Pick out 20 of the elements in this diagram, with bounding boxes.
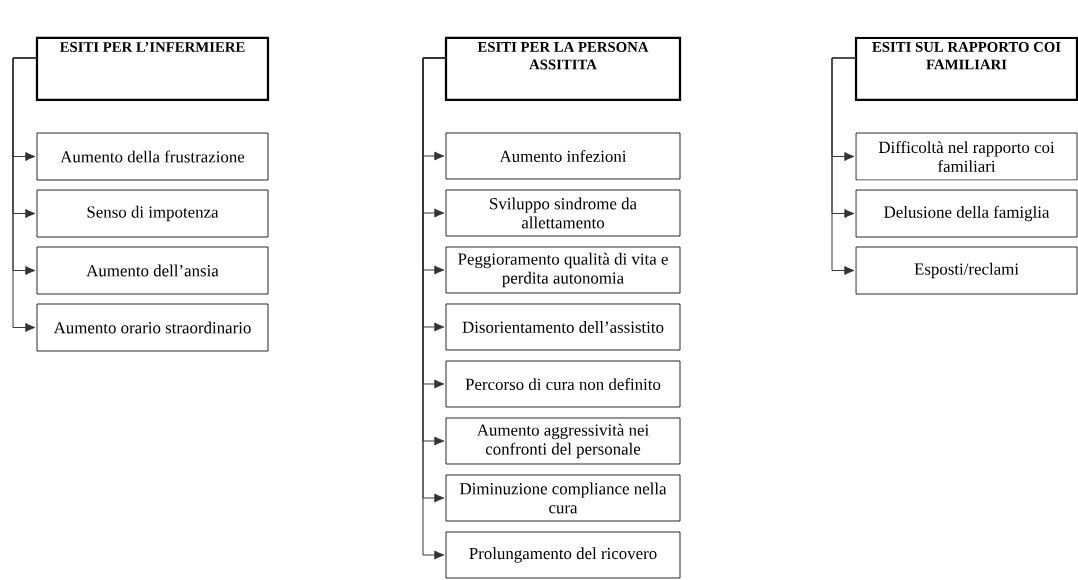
outcome-box: Difficoltà nel rapporto coi familiari [855,132,1078,181]
outcome-box: Aumento aggressività nei confronti del personale [445,417,681,465]
arrow [12,57,38,332]
outcome-box: Aumento orario straordinario [36,303,269,352]
outcome-box: Diminuzione compliance nella cura [445,474,681,522]
heading-box: ESITI SUL RAPPORTO COI FAMILIARI [854,36,1078,102]
outcome-box: Disorientamento dell’assistito [445,303,681,351]
heading-box: ESITI PER LA PERSONA ASSITITA [444,36,682,102]
outcome-box: Aumento dell’ansia [36,246,269,295]
outcome-box: Prolungamento del ricovero [445,531,681,579]
outcome-box: Aumento della frustrazione [36,132,269,181]
outcome-box: Sviluppo sindrome da allettamento [445,189,681,237]
outcome-box: Senso di impotenza [36,189,269,238]
outcome-box: Delusione della famiglia [855,189,1078,238]
heading-box: ESITI PER L’INFERMIERE [35,36,270,102]
outcome-box: Percorso di cura non definito [445,360,681,408]
outcome-box: Esposti/reclami [855,246,1078,295]
outcome-box: Aumento infezioni [445,132,681,180]
outcome-box: Peggioramento qualità di vita e perdita autonomia [445,246,681,294]
arrow [831,57,857,275]
